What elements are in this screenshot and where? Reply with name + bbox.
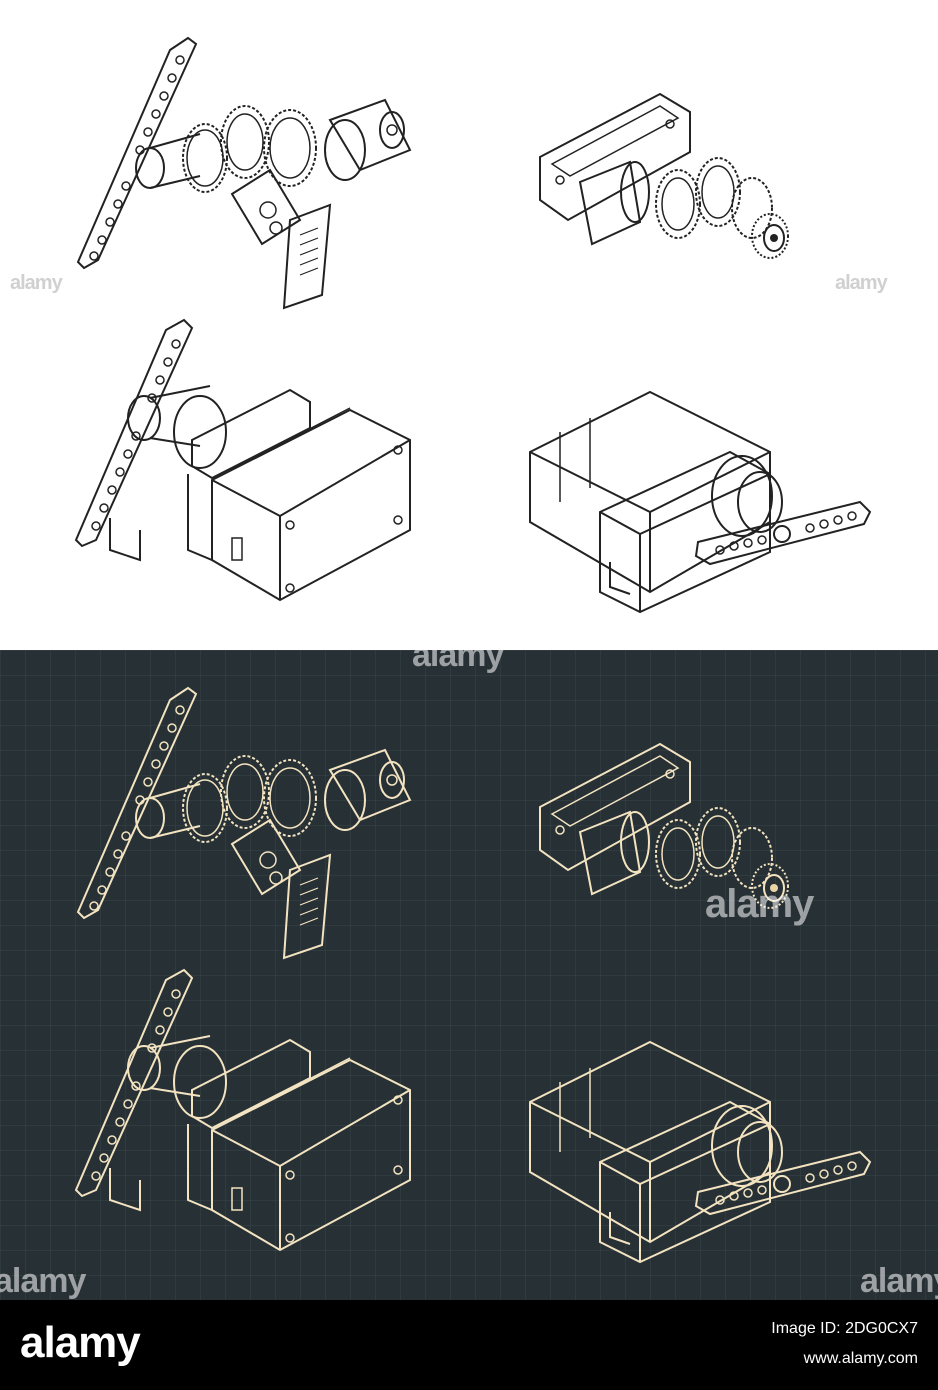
alamy-logo: alamy [20, 1318, 141, 1367]
watermark-text: alamy [705, 882, 814, 926]
blueprint-panel: alamy alamy alamy alamy [0, 650, 938, 1300]
watermark-text: alamy [835, 272, 888, 294]
servo-housing-right-drawing [529, 391, 871, 613]
line-drawing-panel: alamy alamy [0, 0, 938, 650]
watermark-text: alamy [412, 650, 504, 674]
blueprint-drawings [0, 650, 938, 1300]
exploded-gears-right-drawing [539, 93, 789, 259]
exploded-gears-left-drawing [77, 37, 411, 309]
footer-bar: alamy Image ID: 2DG0CX7 www.alamy.com [0, 1300, 938, 1390]
watermark-text: alamy [0, 1262, 86, 1300]
servo-housing-left-drawing [75, 319, 411, 601]
line-drawings [75, 37, 871, 613]
site-url-text: www.alamy.com [803, 1350, 918, 1367]
watermark-text: alamy [860, 1262, 938, 1300]
watermark-text: alamy [10, 272, 63, 294]
image-id-text: Image ID: 2DG0CX7 [771, 1320, 918, 1337]
